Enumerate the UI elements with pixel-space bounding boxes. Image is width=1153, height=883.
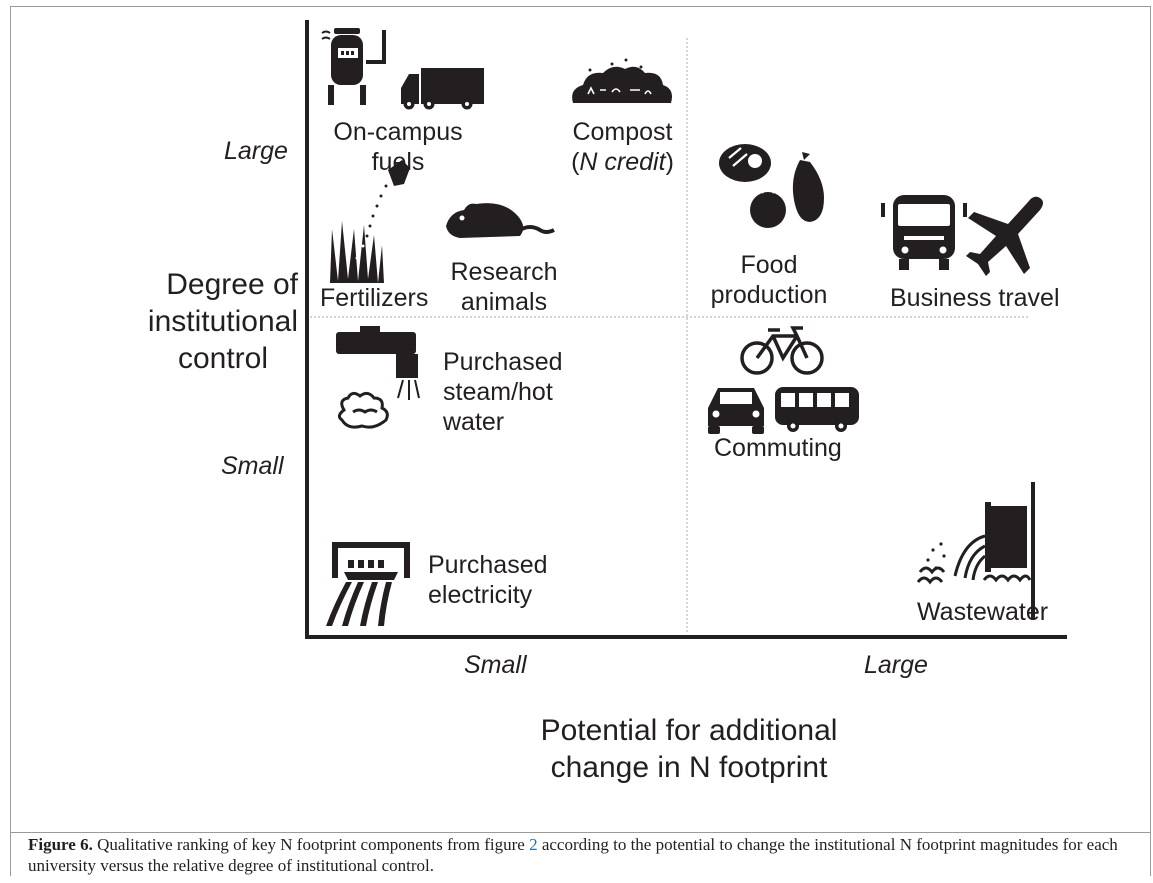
label-line: Research [450, 258, 558, 286]
x-axis-title-line: change in N footprint [550, 751, 828, 784]
x-tick-small: Small [464, 651, 527, 679]
y-axis-title-line: institutional [147, 305, 298, 338]
figure-frame [10, 6, 1151, 876]
label-research-animals: Research animals [444, 257, 564, 317]
rat-icon [446, 203, 555, 238]
label-purchased-electricity: Purchased electricity [428, 550, 548, 610]
bus-front-icon [881, 195, 967, 270]
truck-icon [401, 68, 484, 110]
compost-icon [572, 58, 672, 103]
label-line: animals [460, 288, 548, 316]
n-credit-text: N credit [579, 148, 666, 176]
y-tick-large: Large [224, 137, 288, 165]
label-wastewater: Wastewater [917, 598, 1049, 626]
label-fertilizers: Fertilizers [320, 284, 429, 312]
faucet-icon [336, 326, 420, 429]
wastewater-icon [916, 482, 1035, 620]
food-icon [719, 144, 824, 228]
figure-link[interactable]: 2 [529, 835, 538, 854]
caption-text: Qualitative ranking of key N footprint c… [92, 835, 530, 854]
label-line: On-campus [333, 118, 463, 146]
airplane-icon [966, 196, 1043, 276]
label-compost: Compost (N credit) [560, 117, 685, 177]
label-line: Purchased [428, 551, 548, 579]
label-line: production [710, 281, 828, 309]
caption-text: according to the potential to change the… [28, 835, 1118, 875]
fertilizer-icon [330, 160, 410, 283]
label-line: water [443, 408, 505, 436]
label-part: ( [571, 148, 580, 176]
label-business-travel: Business travel [890, 284, 1060, 312]
x-axis-title-line: Potential for additional [540, 714, 838, 747]
label-part: ) [665, 148, 674, 176]
label-line: fuels [371, 148, 425, 176]
caption-divider [10, 832, 1151, 833]
label-line: Purchased [443, 348, 563, 376]
dam-icon [326, 542, 410, 626]
label-line: electricity [428, 581, 533, 609]
label-food-production: Food production [704, 250, 834, 310]
label-line: Food [740, 251, 798, 279]
label-line: (N credit) [560, 147, 685, 177]
car-icon [708, 388, 764, 434]
x-tick-large: Large [864, 651, 928, 679]
label-on-campus-fuels: On-campus fuels [328, 117, 468, 177]
x-axis-title: Potential for additional change in N foo… [489, 712, 889, 786]
bus-icon [775, 387, 859, 432]
caption-label: Figure 6. [28, 835, 93, 854]
label-purchased-steam: Purchased steam/hot water [443, 347, 563, 437]
label-line: steam/hot [443, 378, 553, 406]
y-tick-small: Small [221, 452, 284, 480]
y-axis-title-line: control [177, 342, 268, 375]
label-line: Compost [572, 118, 673, 146]
boiler-icon [321, 28, 386, 105]
y-axis-title-line: Degree of [166, 268, 298, 301]
label-commuting: Commuting [714, 434, 842, 462]
bicycle-icon [740, 326, 824, 375]
y-axis-title: Degree of institutional control [98, 266, 298, 377]
figure-caption: Figure 6. Qualitative ranking of key N f… [28, 834, 1138, 876]
